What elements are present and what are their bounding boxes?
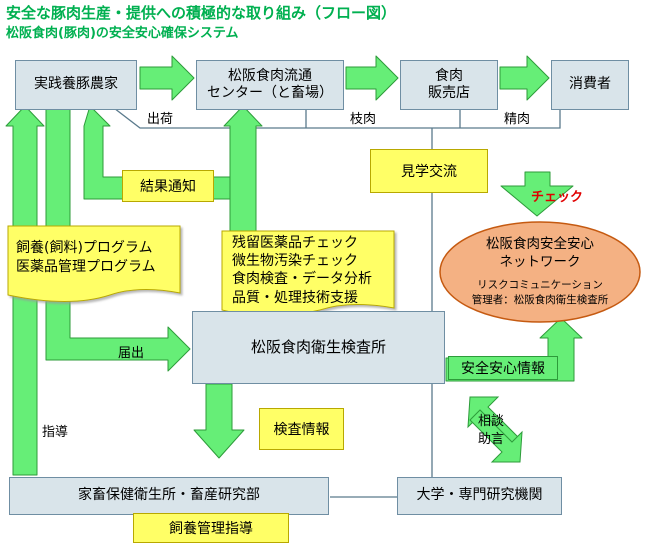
note-safety-info: 安全安心情報 xyxy=(448,356,558,380)
arrow-down-livestock xyxy=(193,383,245,459)
box-consumer: 消費者 xyxy=(551,60,629,110)
note-program-line1: 飼養(飼料)プログラム xyxy=(16,240,153,256)
box-shop: 食肉 販売店 xyxy=(400,60,498,110)
box-shop-line1: 食肉 xyxy=(435,67,463,84)
note-check-line2: 微生物汚染チェック xyxy=(232,253,358,270)
label-meat: 精肉 xyxy=(504,112,531,127)
box-farmer: 実践養豚農家 xyxy=(15,60,137,110)
network-title-line1: 松阪食肉安全安心 xyxy=(486,236,594,252)
note-check-line3: 食肉検査・データ分析 xyxy=(232,271,372,288)
arrow-consult xyxy=(467,396,523,463)
box-inspection-label: 松阪食肉衛生検査所 xyxy=(250,338,386,357)
note-tour-exchange-label: 見学交流 xyxy=(401,164,457,180)
box-shop-line2: 販売店 xyxy=(428,85,470,101)
box-shop-label: 食肉 販売店 xyxy=(428,68,470,103)
note-programs: 飼養(飼料)プログラム 医薬品管理プログラム xyxy=(8,233,180,283)
note-feeding-guidance-label: 飼養管理指導 xyxy=(169,521,253,537)
note-safety-info-label: 安全安心情報 xyxy=(461,361,545,377)
arrow-check xyxy=(500,171,574,217)
box-center: 松阪食肉流通 センター（と畜場） xyxy=(196,60,344,110)
note-inspection-info-label: 検査情報 xyxy=(273,422,330,438)
box-consumer-label: 消費者 xyxy=(569,76,611,93)
network-sub: リスクコミュニケーション 管理者：松阪食肉衛生検査所 xyxy=(440,278,640,308)
label-report: 届出 xyxy=(118,346,145,361)
note-result-notice-label: 結果通知 xyxy=(140,179,196,195)
box-inspection: 松阪食肉衛生検査所 xyxy=(192,311,445,384)
page-subtitle: 松阪食肉(豚肉)の安全安心確保システム xyxy=(6,26,239,41)
note-check-line1: 残留医薬品チェック xyxy=(232,235,358,251)
arrow-meat xyxy=(499,55,550,101)
network-sub-line2: 管理者：松阪食肉衛生検査所 xyxy=(471,294,609,307)
network-ellipse xyxy=(439,221,641,323)
network-title-line2: ネットワーク xyxy=(499,254,581,271)
label-consult: 相談 助言 xyxy=(478,413,504,448)
network-check-label: チェック xyxy=(531,190,584,205)
box-center-line2: センター（と畜場） xyxy=(207,85,333,101)
box-farmer-label: 実践養豚農家 xyxy=(34,76,118,93)
arrow-carcass xyxy=(345,55,399,101)
label-carcass: 枝肉 xyxy=(350,112,377,127)
network-sub-line1: リスクコミュニケーション xyxy=(477,279,603,291)
box-university-label: 大学・専門研究機関 xyxy=(416,487,543,504)
network-title: 松阪食肉安全安心 ネットワーク xyxy=(440,235,640,271)
box-livestock-label: 家畜保健衛生所・畜産研究部 xyxy=(78,487,260,504)
network-panel: 松阪食肉安全安心 ネットワーク リスクコミュニケーション 管理者：松阪食肉衛生検… xyxy=(440,222,640,322)
label-consult-line2: 助言 xyxy=(478,431,505,447)
box-center-line1: 松阪食肉流通 xyxy=(228,67,312,84)
box-university: 大学・専門研究機関 xyxy=(397,477,562,515)
box-livestock: 家畜保健衛生所・畜産研究部 xyxy=(9,477,329,515)
label-shipment: 出荷 xyxy=(147,112,174,127)
arrow-report xyxy=(45,105,191,372)
arrow-shipment xyxy=(139,55,195,101)
label-consult-line1: 相談 xyxy=(478,414,505,429)
note-inspection-info: 検査情報 xyxy=(259,408,344,450)
note-feeding-guidance: 飼養管理指導 xyxy=(133,513,289,543)
note-check-line4: 品質・処理技術支援 xyxy=(232,289,358,306)
note-checks: 残留医薬品チェック 微生物汚染チェック 食肉検査・データ分析 品質・処理技術支援 xyxy=(224,232,396,313)
connector-line-top xyxy=(109,104,561,129)
note-result-notice: 結果通知 xyxy=(122,170,214,202)
page-title: 安全な豚肉生産・提供への積極的な取り組み（フロー図） xyxy=(6,4,397,22)
note-programs-shape xyxy=(7,225,181,302)
label-guidance: 指導 xyxy=(42,425,69,440)
note-tour-exchange: 見学交流 xyxy=(370,149,488,193)
box-center-label: 松阪食肉流通 センター（と畜場） xyxy=(207,68,333,103)
note-program-line2: 医薬品管理プログラム xyxy=(16,258,156,275)
